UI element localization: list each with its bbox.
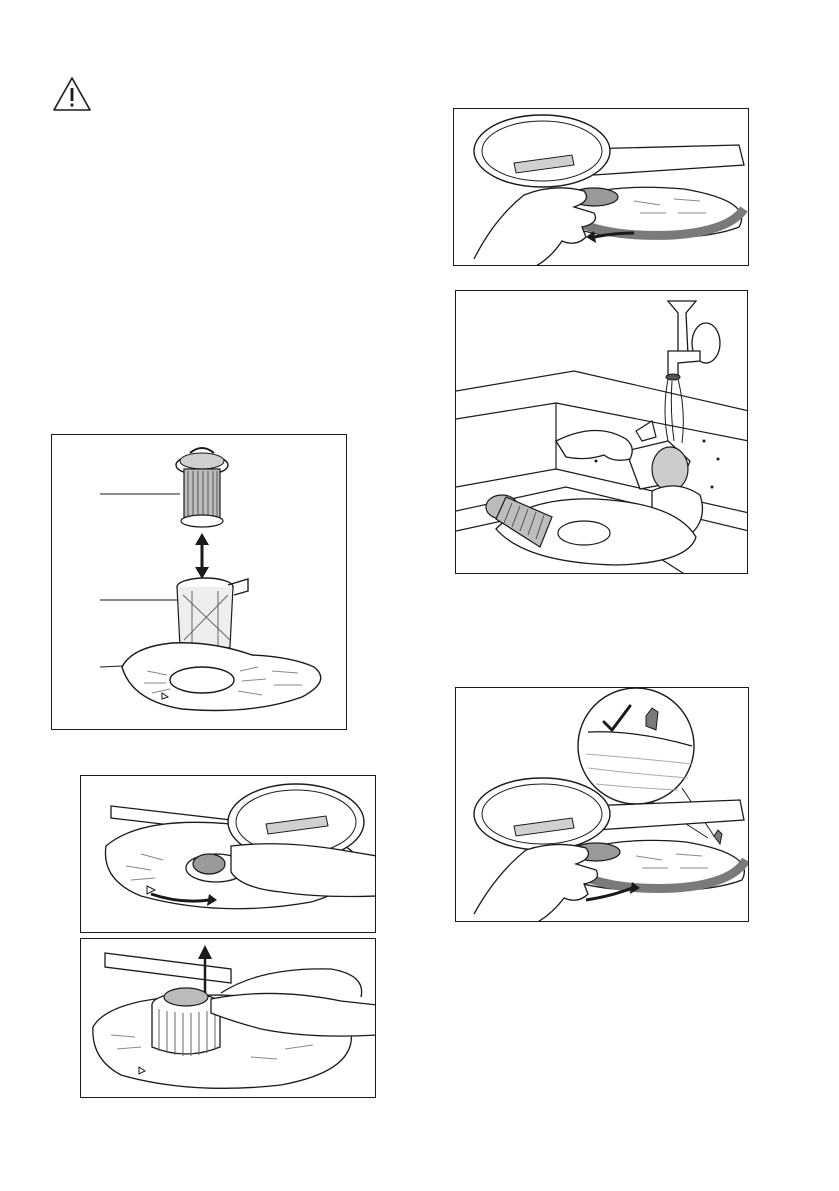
figure-remove-flat-filter [453, 108, 749, 266]
warning-triangle-icon [52, 76, 92, 112]
figure-rinse-filters [455, 290, 748, 574]
figure-turn-filter-anticlockwise [80, 775, 376, 933]
figure-lift-filter-out [80, 938, 376, 1098]
figure-reinstall-flat-filter [455, 687, 749, 922]
figure-filter-assembly [51, 434, 347, 730]
